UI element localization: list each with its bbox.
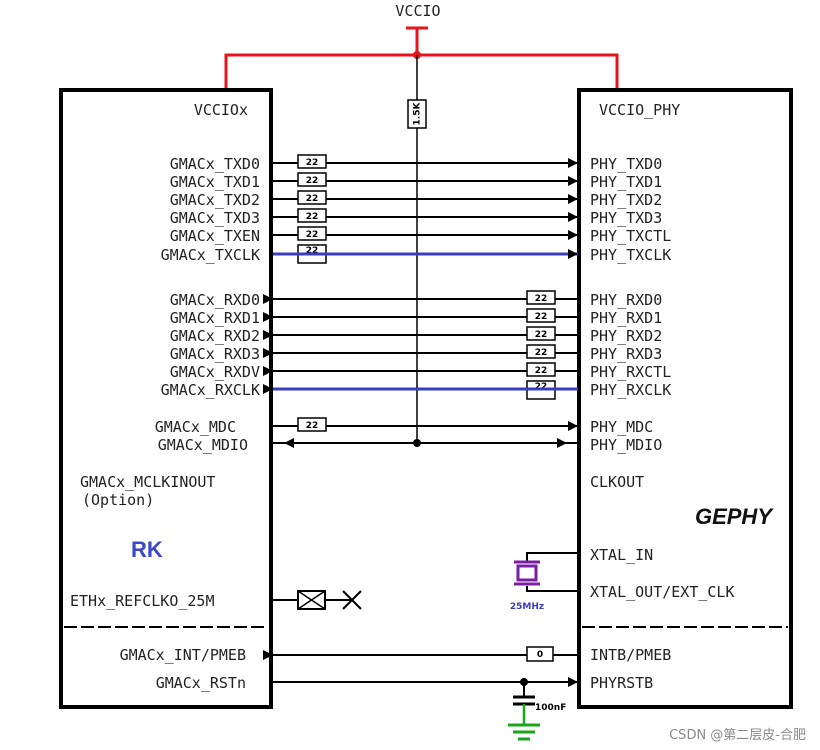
rx-resistor-label: 22 xyxy=(535,382,548,392)
rk-pin: GMACx_TXD3 xyxy=(170,209,260,227)
rk-pin-mclk-note: (Option) xyxy=(82,491,154,509)
gephy-box xyxy=(577,88,793,709)
phy-pin-mdio: PHY_MDIO xyxy=(590,436,662,454)
rk-pin-refclk: ETHx_REFCLKO_25M xyxy=(70,592,215,610)
phy-supply-label: VCCIO_PHY xyxy=(599,101,680,119)
phy-pin: PHY_TXCLK xyxy=(590,246,671,264)
rk-pin-mdio: GMACx_MDIO xyxy=(158,436,248,454)
watermark: CSDN @第二层皮-合肥 xyxy=(669,728,806,743)
rx-resistor xyxy=(526,290,556,305)
capacitor-label: 100nF xyxy=(535,703,566,713)
rx-resistor xyxy=(526,344,556,359)
mdc-resistor-label: 22 xyxy=(306,421,319,431)
rx-resistor-label: 22 xyxy=(535,330,548,340)
rx-resistor-label: 22 xyxy=(535,348,548,358)
phy-pin: PHY_RXCLK xyxy=(590,381,671,399)
tx-signals: 22 22 22 22 22 22 GMACx_TXD0 GMACx_TXD1 … xyxy=(161,154,671,264)
crystal xyxy=(514,560,540,586)
rk-pin: GMACx_RXDV xyxy=(170,363,260,381)
phy-pin: PHY_TXD1 xyxy=(590,173,662,191)
mdc-resistor xyxy=(297,417,327,432)
rk-supply-label: VCCIOx xyxy=(194,101,248,119)
rk-pin-int: GMACx_INT/PMEB xyxy=(120,646,246,664)
tx-resistor xyxy=(297,226,327,241)
rk-pin: GMACx_RXD0 xyxy=(170,291,260,309)
rk-title: RK xyxy=(131,537,163,562)
mdio-signals: 22 GMACx_MDC GMACx_MDIO PHY_MDC PHY_MDIO xyxy=(155,417,662,454)
gephy-title: GEPHY xyxy=(695,504,774,529)
pullup-resistor-label: 1.5K xyxy=(413,102,423,126)
rk-pin: GMACx_TXEN xyxy=(170,227,260,245)
int-resistor xyxy=(526,646,554,662)
control-signals: GMACx_INT/PMEB GMACx_RSTn INTB/PMEB PHYR… xyxy=(120,646,671,741)
phy-pin-mdc: PHY_MDC xyxy=(590,418,653,436)
phy-pin-rst: PHYRSTB xyxy=(590,674,653,692)
phy-pin: PHY_RXD2 xyxy=(590,327,662,345)
tx-resistor-label: 22 xyxy=(306,194,319,204)
rk-pin: GMACx_TXD1 xyxy=(170,173,260,191)
clock-section: GMACx_MCLKINOUT (Option) CLKOUT ETHx_REF… xyxy=(70,473,735,612)
rk-pin: GMACx_RXD3 xyxy=(170,345,260,363)
phy-pin: PHY_TXD2 xyxy=(590,191,662,209)
tx-resistor xyxy=(297,172,327,187)
ground-icon xyxy=(508,723,540,741)
rx-resistor xyxy=(526,326,556,341)
rx-signals: 22 22 22 22 22 22 GMACx_RXD0 GMACx_RXD1 … xyxy=(161,290,671,400)
phy-pin: PHY_TXD3 xyxy=(590,209,662,227)
rk-box xyxy=(59,88,273,709)
tx-resistor xyxy=(297,208,327,223)
rk-pin: GMACx_RXCLK xyxy=(161,381,260,399)
phy-pin: PHY_TXCTL xyxy=(590,227,671,245)
tx-resistor-label: 22 xyxy=(306,230,319,240)
phy-pin: PHY_RXD1 xyxy=(590,309,662,327)
tx-resistor-label: 22 xyxy=(306,212,319,222)
int-resistor-label: 0 xyxy=(537,650,543,660)
vccio-label: VCCIO xyxy=(395,2,440,20)
rx-resistor-label: 22 xyxy=(535,294,548,304)
phy-pin-clkout: CLKOUT xyxy=(590,473,644,491)
phy-pin: PHY_RXD3 xyxy=(590,345,662,363)
rx-resistor xyxy=(526,362,556,377)
tx-resistor xyxy=(297,190,327,205)
rk-chip: VCCIOx RK xyxy=(59,88,273,709)
phy-pin: PHY_TXD0 xyxy=(590,155,662,173)
rx-resistor xyxy=(526,308,556,323)
rx-resistor-label: 22 xyxy=(535,366,548,376)
rk-pin: GMACx_TXD0 xyxy=(170,155,260,173)
tx-resistor-label: 22 xyxy=(306,158,319,168)
phy-pin-intb: INTB/PMEB xyxy=(590,646,671,664)
phy-pin-xtal-out: XTAL_OUT/EXT_CLK xyxy=(590,583,735,601)
tx-resistor-label: 22 xyxy=(306,246,319,256)
rk-pin-mdc: GMACx_MDC xyxy=(155,418,236,436)
crystal-label: 25MHz xyxy=(510,602,544,612)
tx-resistor-label: 22 xyxy=(306,176,319,186)
rk-pin: GMACx_RXD1 xyxy=(170,309,260,327)
tx-resistor xyxy=(297,154,327,169)
phy-pin-xtal-in: XTAL_IN xyxy=(590,546,653,564)
rx-resistor-label: 22 xyxy=(535,312,548,322)
phy-pin: PHY_RXD0 xyxy=(590,291,662,309)
rk-pin: GMACx_RXD2 xyxy=(170,327,260,345)
vccio-rail: VCCIO 1.5K xyxy=(224,2,619,447)
rk-pin-rst: GMACx_RSTn xyxy=(156,674,246,692)
gephy-chip: VCCIO_PHY GEPHY xyxy=(577,88,793,709)
rk-pin: GMACx_TXD2 xyxy=(170,191,260,209)
phy-pin: PHY_RXCTL xyxy=(590,363,671,381)
rk-pin-mclk: GMACx_MCLKINOUT xyxy=(80,473,215,491)
rk-pin: GMACx_TXCLK xyxy=(161,246,260,264)
vccio-power-line xyxy=(224,53,619,90)
